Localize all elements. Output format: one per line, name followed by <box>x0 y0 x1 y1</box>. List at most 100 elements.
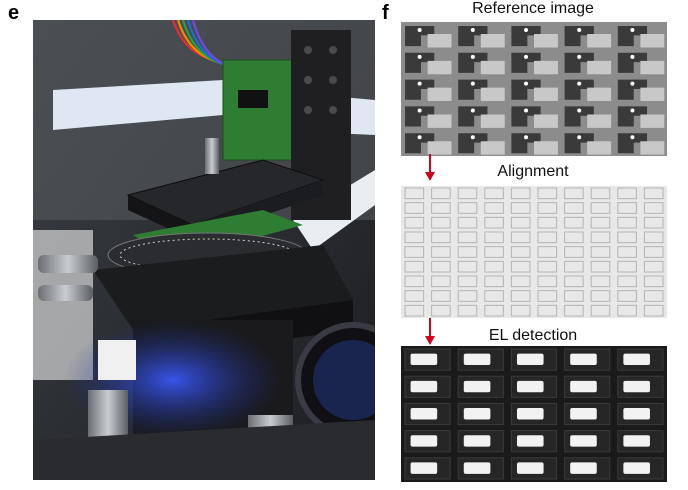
panel-label-e: e <box>8 2 20 24</box>
alignment-cell <box>643 202 664 214</box>
down-arrow-icon <box>425 318 435 345</box>
alignment-cell <box>484 290 504 302</box>
el-emission-spot <box>570 462 597 474</box>
el-emission-spot <box>463 408 491 420</box>
reference-tile <box>613 22 667 49</box>
alignment-cell <box>404 290 425 302</box>
alignment-cell <box>431 216 451 229</box>
reference-tile <box>454 22 508 49</box>
el-emission-spot <box>570 353 597 366</box>
el-detection-image <box>401 346 667 482</box>
alignment-cell <box>510 202 531 214</box>
el-emission-spot <box>463 380 491 393</box>
el-emission-spot <box>623 462 650 474</box>
alignment-cell <box>617 187 637 200</box>
reference-tile <box>507 102 561 130</box>
reference-tile <box>401 129 455 156</box>
reference-tile <box>454 75 508 103</box>
el-emission-spot <box>410 380 438 393</box>
alignment-cell <box>457 290 478 302</box>
alignment-cell <box>537 187 558 200</box>
alignment-cell <box>643 246 664 258</box>
reference-tile <box>560 75 614 103</box>
el-emission-spot <box>623 408 650 420</box>
alignment-cell <box>537 260 558 273</box>
alignment-cell <box>590 275 611 288</box>
alignment-cell <box>564 246 584 258</box>
alignment-cell <box>404 260 425 273</box>
alignment-cell <box>431 246 451 258</box>
alignment-cell <box>537 216 558 229</box>
alignment-cell <box>590 216 611 229</box>
alignment-cell <box>457 260 478 273</box>
alignment-cell <box>404 275 425 288</box>
alignment-cell <box>564 187 584 200</box>
alignment-cell <box>484 187 504 200</box>
alignment-cell <box>457 231 478 244</box>
el-emission-spot <box>516 408 544 420</box>
alignment-cell <box>484 246 504 258</box>
alignment-cell <box>537 275 558 288</box>
alignment-cell <box>404 187 425 200</box>
el-emission-spot <box>516 380 544 393</box>
alignment-cell <box>404 202 425 214</box>
el-emission-spot <box>623 380 650 393</box>
reference-image <box>401 22 667 156</box>
reference-tile <box>560 48 614 76</box>
reference-tile <box>613 75 667 103</box>
reference-tile <box>560 129 614 156</box>
alignment-cell <box>590 202 611 214</box>
alignment-cell <box>590 304 611 317</box>
alignment-cell <box>484 216 504 229</box>
alignment-cell <box>643 187 664 200</box>
el-emission-spot <box>570 435 597 447</box>
alignment-image <box>401 186 667 318</box>
alignment-cell <box>457 216 478 229</box>
alignment-cell <box>431 260 451 273</box>
alignment-cell <box>431 304 451 317</box>
alignment-cell <box>510 290 531 302</box>
el-detection-title: EL detection <box>488 327 578 344</box>
alignment-cell <box>510 216 531 229</box>
alignment-cell <box>617 260 637 273</box>
alignment-cell <box>537 290 558 302</box>
alignment-cell <box>643 231 664 244</box>
el-emission-spot <box>516 353 544 366</box>
reference-tile <box>507 22 561 49</box>
alignment-image-pattern <box>404 187 664 317</box>
reference-tile <box>454 102 508 130</box>
alignment-cell <box>590 187 611 200</box>
alignment-cell <box>457 202 478 214</box>
el-emission-spot <box>410 462 438 474</box>
el-detection-pattern <box>404 348 664 480</box>
alignment-cell <box>510 275 531 288</box>
el-emission-spot <box>410 408 438 420</box>
el-emission-spot <box>463 353 491 366</box>
alignment-cell <box>590 290 611 302</box>
alignment-cell <box>404 231 425 244</box>
reference-tile <box>613 48 667 76</box>
alignment-cell <box>510 246 531 258</box>
alignment-cell <box>643 260 664 273</box>
alignment-cell <box>457 187 478 200</box>
alignment-cell <box>510 187 531 200</box>
alignment-cell <box>537 202 558 214</box>
alignment-cell <box>617 231 637 244</box>
alignment-cell <box>457 304 478 317</box>
alignment-cell <box>617 246 637 258</box>
reference-tile <box>507 75 561 103</box>
panel-label-f: f <box>382 2 389 24</box>
alignment-cell <box>431 202 451 214</box>
el-emission-spot <box>410 353 438 366</box>
alignment-cell <box>510 231 531 244</box>
alignment-cell <box>617 275 637 288</box>
reference-tile <box>507 48 561 76</box>
el-emission-spot <box>516 462 544 474</box>
alignment-cell <box>537 246 558 258</box>
reference-tile <box>401 75 455 103</box>
reference-tile <box>613 129 667 156</box>
reference-tile <box>560 102 614 130</box>
alignment-cell <box>643 290 664 302</box>
alignment-cell <box>590 260 611 273</box>
probe-station-photo <box>33 20 375 480</box>
